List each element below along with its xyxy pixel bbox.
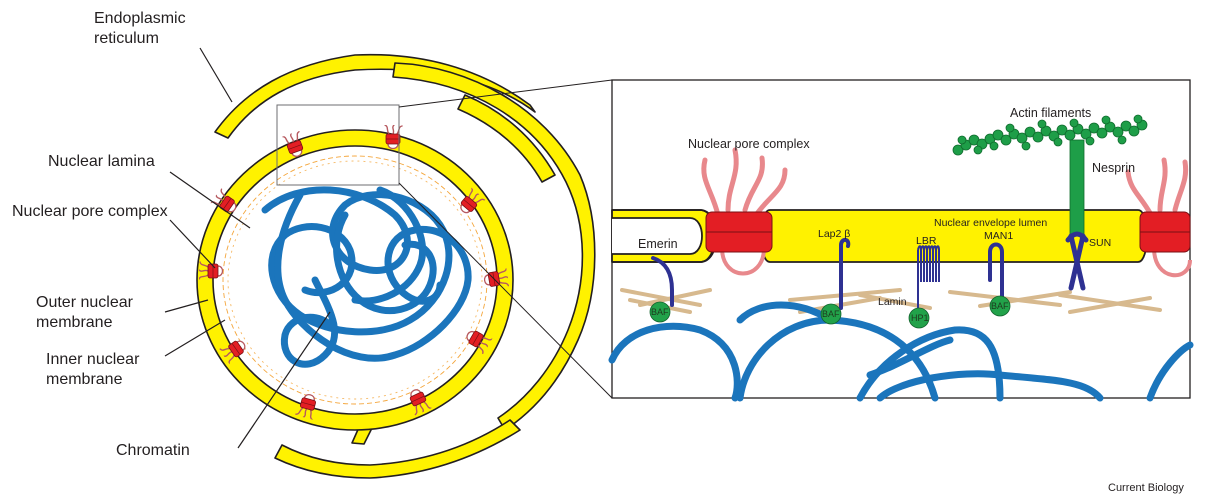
label-man1: MAN1 [984, 230, 1013, 242]
label-nuclear-lamina: Nuclear lamina [48, 153, 155, 170]
nesprin [1070, 140, 1084, 235]
label-baf-3: BAF [991, 301, 1009, 311]
label-chromatin: Chromatin [116, 442, 190, 459]
label-lamin: Lamin [878, 296, 907, 308]
detail-envelope [612, 210, 1147, 262]
overview-text: Endoplasmic reticulum Nuclear lamina Nuc… [12, 10, 190, 459]
label-lbr: LBR [916, 235, 937, 247]
label-onm-line1: Outer nuclear [36, 294, 134, 311]
label-onm-line2: membrane [36, 314, 113, 331]
label-npc: Nuclear pore complex [12, 203, 168, 220]
overview-nucleus [197, 55, 595, 478]
label-er-line1: Endoplasmic [94, 10, 186, 27]
label-baf-1: BAF [651, 307, 669, 317]
label-hp1: HP1 [911, 313, 929, 323]
label-actin-filaments: Actin filaments [1010, 106, 1091, 120]
label-inm-line1: Inner nuclear [46, 351, 140, 368]
label-sun: SUN [1089, 237, 1111, 249]
label-lap2b: Lap2 β [818, 228, 850, 240]
label-inm-line2: membrane [46, 371, 123, 388]
label-er-line2: reticulum [94, 30, 159, 47]
label-detail-npc: Nuclear pore complex [688, 137, 810, 151]
label-nesprin: Nesprin [1092, 161, 1135, 175]
label-emerin: Emerin [638, 237, 678, 251]
label-lumen: Nuclear envelope lumen [934, 217, 1047, 229]
credit-label: Current Biology [1108, 482, 1184, 494]
label-baf-2: BAF [822, 309, 840, 319]
